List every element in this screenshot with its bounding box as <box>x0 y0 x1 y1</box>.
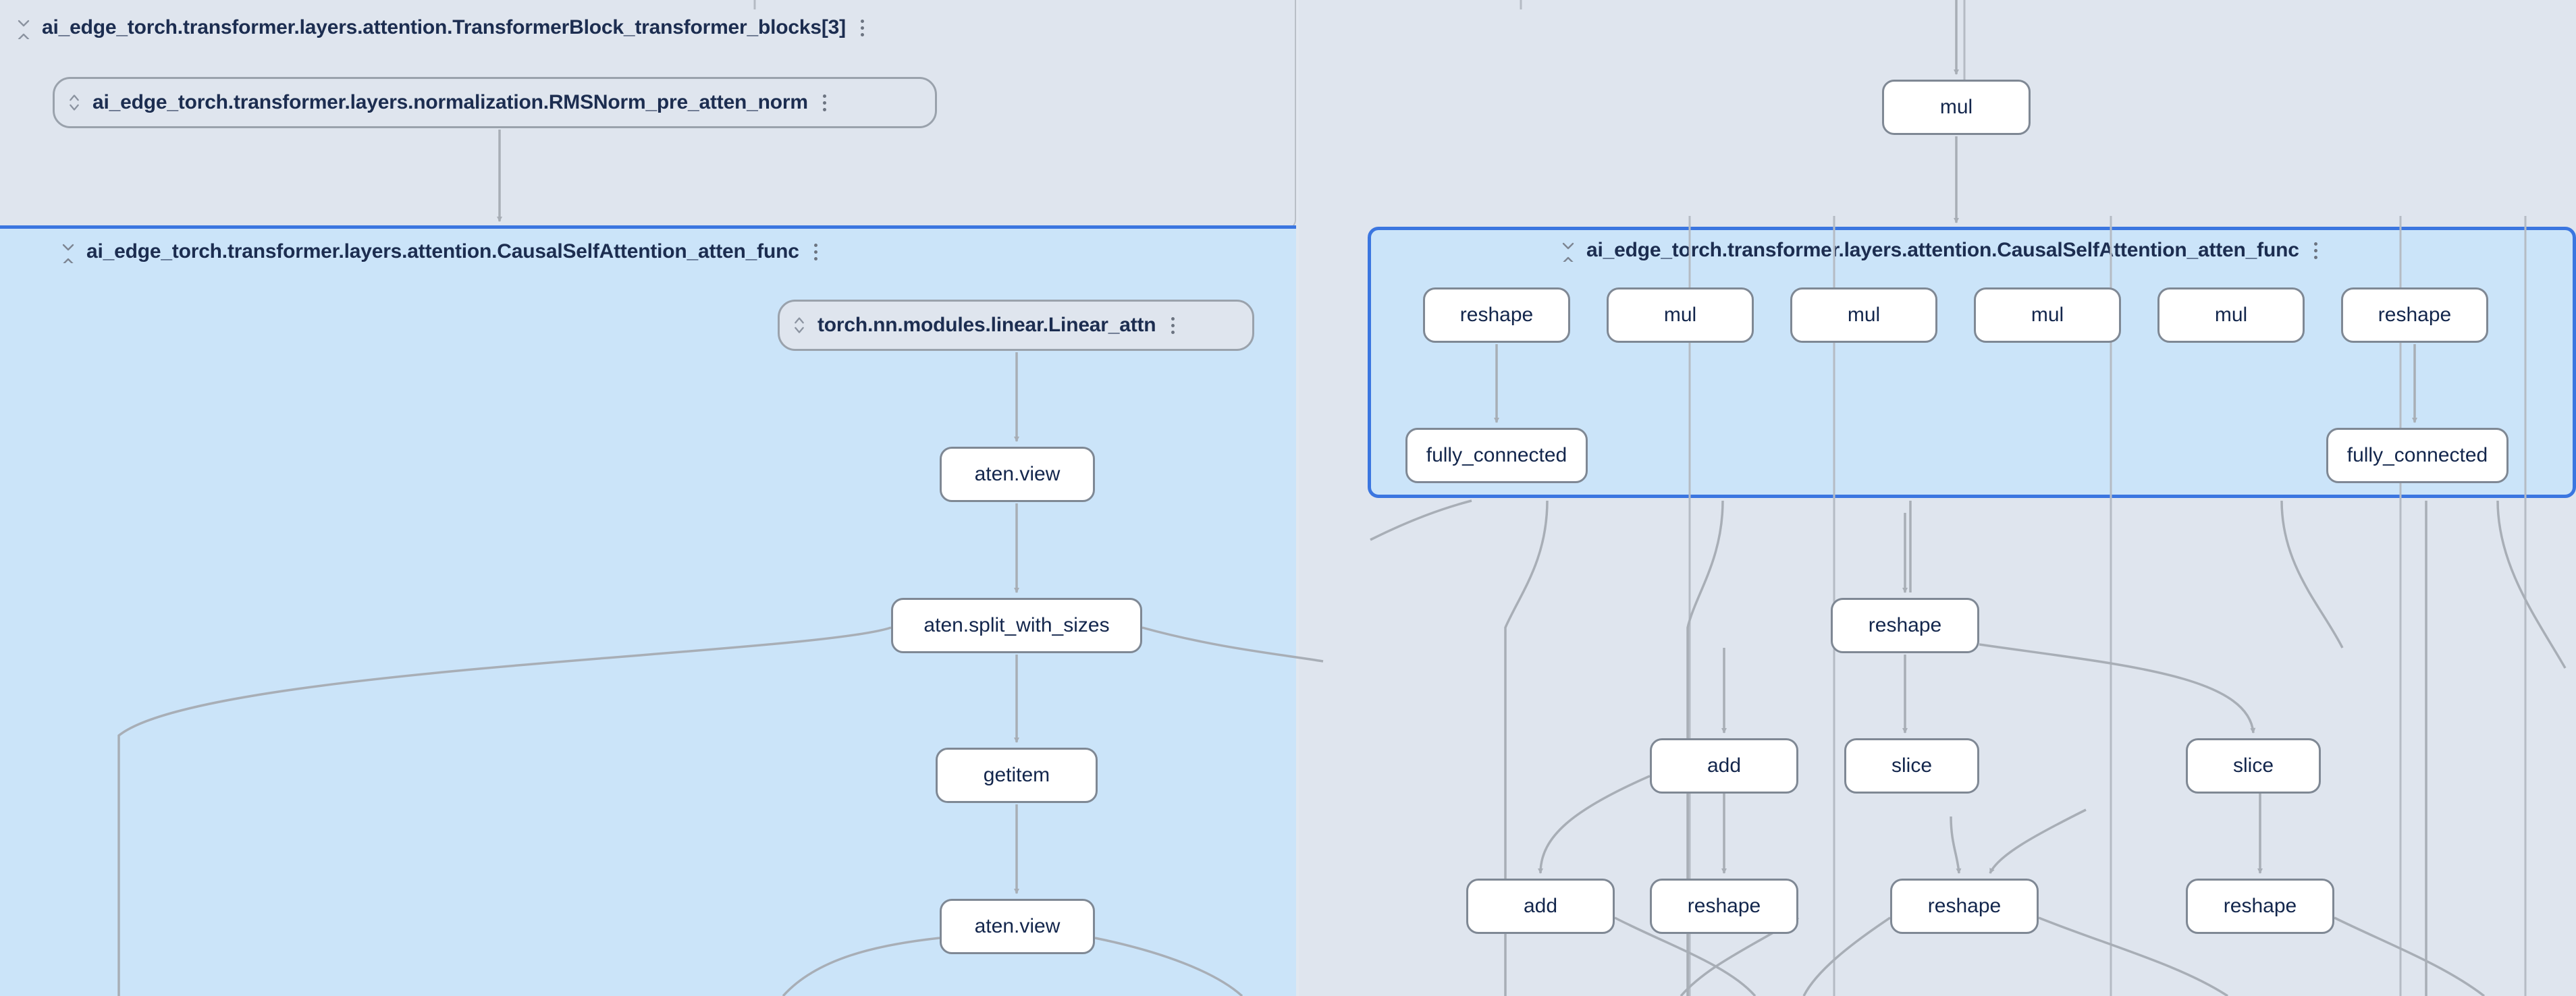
node-aten-split-with-sizes[interactable]: aten.split_with_sizes <box>891 598 1142 653</box>
node-label: fully_connected <box>1426 444 1567 466</box>
more-vert-icon[interactable] <box>1165 314 1180 337</box>
node-label: fully_connected <box>2346 444 2488 466</box>
node-add-2[interactable]: add <box>1466 879 1615 934</box>
group-right-causal-self-attention-title-row[interactable]: ai_edge_torch.transformer.layers.attenti… <box>1559 238 2324 263</box>
node-slice-2[interactable]: slice <box>2186 738 2321 794</box>
node-label: reshape <box>1687 895 1761 917</box>
node-reshape-b[interactable]: reshape <box>2341 287 2488 343</box>
right-pane-background <box>1299 0 2576 996</box>
node-fully-connected-2[interactable]: fully_connected <box>2326 428 2508 483</box>
module-linear-attn[interactable]: torch.nn.modules.linear.Linear_attn <box>778 300 1254 351</box>
node-label: aten.split_with_sizes <box>923 614 1110 636</box>
node-label: slice <box>1891 754 1932 777</box>
node-aten-view-2[interactable]: aten.view <box>940 899 1095 954</box>
more-vert-icon[interactable] <box>809 240 824 263</box>
node-label: slice <box>2232 754 2274 777</box>
expand-collapse-icon[interactable] <box>790 312 808 338</box>
node-label: mul <box>1939 96 1973 118</box>
node-label: reshape <box>2378 304 2452 326</box>
node-label: reshape <box>1868 614 1942 636</box>
node-label: mul <box>1663 304 1697 326</box>
module-rmsnorm-pre-atten-norm[interactable]: ai_edge_torch.transformer.layers.normali… <box>53 77 937 128</box>
node-mul-3[interactable]: mul <box>1974 287 2121 343</box>
node-label: aten.view <box>974 463 1061 485</box>
node-reshape-a[interactable]: reshape <box>1423 287 1570 343</box>
node-reshape-e[interactable]: reshape <box>1890 879 2039 934</box>
more-vert-icon[interactable] <box>855 16 870 39</box>
node-reshape-f[interactable]: reshape <box>2186 879 2334 934</box>
node-label: reshape <box>2223 895 2297 917</box>
group-right-causal-self-attention-label: ai_edge_torch.transformer.layers.attenti… <box>1586 239 2299 261</box>
expand-collapse-icon[interactable] <box>15 15 32 40</box>
node-mul-4[interactable]: mul <box>2157 287 2305 343</box>
node-add-1[interactable]: add <box>1650 738 1798 794</box>
node-aten-view-1[interactable]: aten.view <box>940 447 1095 502</box>
module-linear-attn-label: torch.nn.modules.linear.Linear_attn <box>817 314 1156 336</box>
node-label: mul <box>2214 304 2248 326</box>
expand-collapse-icon[interactable] <box>65 90 83 115</box>
node-mul-2[interactable]: mul <box>1790 287 1937 343</box>
node-label: getitem <box>983 764 1050 786</box>
expand-collapse-icon[interactable] <box>1559 238 1577 263</box>
node-label: aten.view <box>974 915 1061 937</box>
more-vert-icon[interactable] <box>817 91 832 114</box>
expand-collapse-icon[interactable] <box>59 239 77 265</box>
module-rmsnorm-label: ai_edge_torch.transformer.layers.normali… <box>92 91 808 113</box>
node-getitem[interactable]: getitem <box>936 748 1098 803</box>
node-mul-1[interactable]: mul <box>1607 287 1754 343</box>
node-fully-connected-1[interactable]: fully_connected <box>1405 428 1588 483</box>
node-label: mul <box>2031 304 2064 326</box>
node-mul-top[interactable]: mul <box>1882 80 2031 135</box>
group-left-causal-self-attention-label: ai_edge_torch.transformer.layers.attenti… <box>86 240 799 262</box>
group-transformer-block-title-row[interactable]: ai_edge_torch.transformer.layers.attenti… <box>15 15 870 40</box>
node-label: add <box>1707 754 1742 777</box>
node-label: add <box>1523 895 1558 917</box>
node-reshape-d[interactable]: reshape <box>1650 879 1798 934</box>
node-label: reshape <box>1459 304 1534 326</box>
group-left-causal-self-attention-title-row[interactable]: ai_edge_torch.transformer.layers.attenti… <box>59 239 824 265</box>
node-label: mul <box>1847 304 1881 326</box>
node-slice-1[interactable]: slice <box>1844 738 1979 794</box>
node-label: reshape <box>1927 895 2002 917</box>
group-transformer-block-label: ai_edge_torch.transformer.layers.attenti… <box>42 16 846 38</box>
more-vert-icon[interactable] <box>2309 239 2324 262</box>
node-reshape-c[interactable]: reshape <box>1831 598 1979 653</box>
